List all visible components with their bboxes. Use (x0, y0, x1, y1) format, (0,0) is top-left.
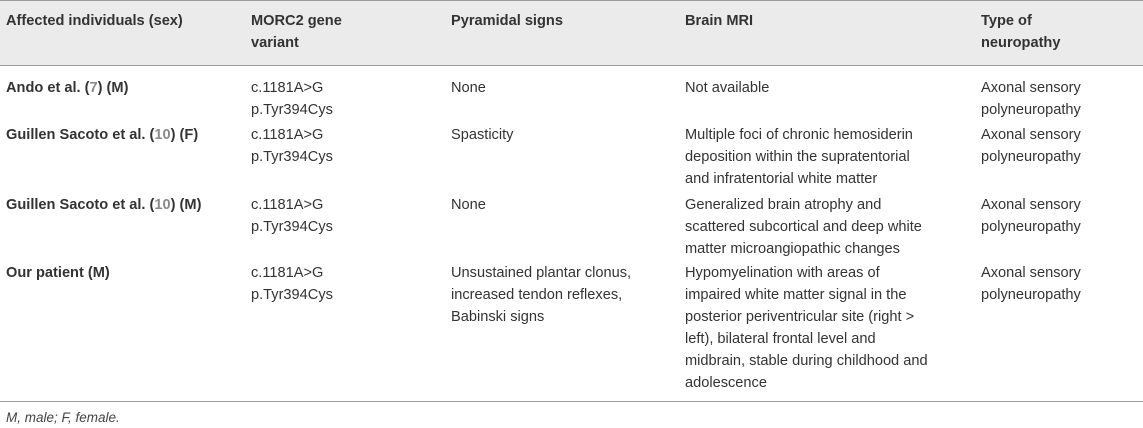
header-brain-mri: Brain MRI (685, 13, 754, 29)
row-4-pyramidal: Unsustained plantar clonus, increased te… (451, 265, 632, 325)
header-affected-individuals: Affected individuals (sex) (6, 13, 183, 29)
header-gene-variant: MORC2 gene variant (251, 13, 342, 51)
table-footnote: M, male; F, female. (6, 410, 120, 425)
row-4-individual: Our patient (M) (6, 265, 110, 281)
row-3-variant: c.1181A>G p.Tyr394Cys (251, 197, 333, 235)
row-1-pyramidal: None (451, 80, 486, 96)
reference-link[interactable]: 10 (154, 127, 171, 143)
header-pyramidal-signs: Pyramidal signs (451, 13, 563, 29)
table-header-row: Affected individuals (sex) MORC2 gene va… (0, 0, 1143, 66)
row-2-variant: c.1181A>G p.Tyr394Cys (251, 127, 333, 165)
row-1-variant: c.1181A>G p.Tyr394Cys (251, 80, 333, 118)
reference-link[interactable]: 10 (154, 197, 171, 213)
table-bottom-rule (0, 401, 1143, 402)
row-2-neuropathy: Axonal sensory polyneuropathy (981, 127, 1081, 165)
row-1-neuropathy: Axonal sensory polyneuropathy (981, 80, 1081, 118)
row-1-individual: Ando et al. (7) (M) (6, 80, 129, 96)
reference-link[interactable]: 7 (89, 80, 98, 96)
row-2-pyramidal: Spasticity (451, 127, 514, 143)
row-1-mri: Not available (685, 80, 770, 96)
row-3-neuropathy: Axonal sensory polyneuropathy (981, 197, 1081, 235)
row-2-individual: Guillen Sacoto et al. (10) (F) (6, 127, 199, 143)
row-4-mri: Hypomyelination with areas of impaired w… (685, 265, 928, 391)
row-3-mri: Generalized brain atrophy and scattered … (685, 197, 922, 257)
row-3-pyramidal: None (451, 197, 486, 213)
header-neuropathy-type: Type of neuropathy (981, 13, 1061, 51)
row-4-neuropathy: Axonal sensory polyneuropathy (981, 265, 1081, 303)
row-4-variant: c.1181A>G p.Tyr394Cys (251, 265, 333, 303)
row-3-individual: Guillen Sacoto et al. (10) (M) (6, 197, 202, 213)
row-2-mri: Multiple foci of chronic hemosiderin dep… (685, 127, 913, 187)
